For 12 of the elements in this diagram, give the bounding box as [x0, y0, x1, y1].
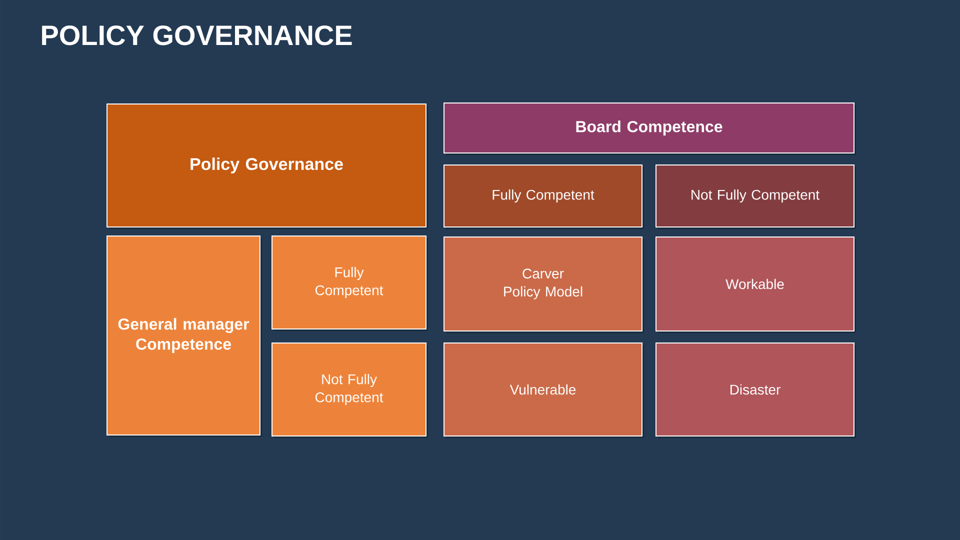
category-box: Not Fully Competent	[272, 342, 428, 438]
outcome-box: Vulnerable	[444, 342, 644, 438]
category-box: Not Fully Competent	[656, 164, 856, 229]
slide-title: POLICY GOVERNANCE	[42, 25, 352, 46]
category-box: General manager Competence	[106, 236, 262, 437]
outcome-box: Disaster	[656, 342, 856, 438]
header-box: Policy Governance	[106, 104, 428, 229]
outcome-box: Carver Policy Model	[444, 236, 644, 333]
category-box: Fully Competent	[272, 236, 428, 331]
outcome-box: Workable	[656, 236, 856, 333]
header-box: Board Competence	[444, 102, 856, 155]
category-box: Fully Competent	[444, 164, 644, 229]
